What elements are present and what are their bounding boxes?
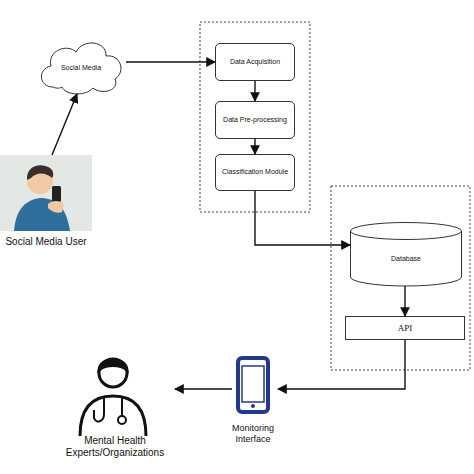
flow-arrow bbox=[255, 191, 350, 245]
api-box: API bbox=[345, 316, 465, 340]
process-box: Data Pre-processing bbox=[215, 101, 295, 139]
group-frame bbox=[200, 22, 310, 212]
node-label: Social Media User bbox=[5, 236, 86, 248]
user-illustration bbox=[0, 155, 92, 231]
stethoscope bbox=[94, 397, 104, 421]
doctor-body bbox=[80, 396, 146, 436]
flow-arrow bbox=[52, 94, 77, 155]
phone-button bbox=[251, 404, 255, 408]
doctor-icon bbox=[80, 359, 146, 436]
phone-in-hand bbox=[52, 186, 61, 202]
user-hand bbox=[48, 201, 64, 213]
node-label: Data Pre-processing bbox=[223, 116, 287, 124]
expert-node: Mental Health Experts/Organizations bbox=[50, 352, 180, 458]
user-shirt bbox=[14, 198, 70, 231]
database-cylinder: Database bbox=[350, 222, 462, 286]
cylinder-outline bbox=[350, 222, 462, 286]
flow-arrow bbox=[254, 139, 255, 154]
node-label: Social Media bbox=[61, 64, 101, 72]
node-label: Database bbox=[391, 255, 421, 263]
node-label: Monitoring Interface bbox=[222, 423, 284, 444]
flow-arrow bbox=[404, 286, 405, 316]
user-node: Social Media User bbox=[0, 155, 92, 247]
node-label: Data Acquisition bbox=[230, 58, 280, 66]
flow-arrow bbox=[254, 81, 255, 101]
node-label: API bbox=[398, 323, 413, 333]
phone-screen bbox=[242, 366, 264, 402]
user-hair bbox=[27, 165, 53, 180]
flow-arrow bbox=[126, 61, 215, 62]
doctor-head bbox=[99, 359, 127, 387]
process-box: Data Acquisition bbox=[215, 43, 295, 81]
process-box: Classification Module bbox=[215, 154, 295, 191]
node-label: Mental Health Experts/Organizations bbox=[50, 435, 180, 458]
phone-icon bbox=[238, 358, 268, 412]
stethoscope-bell bbox=[118, 416, 126, 424]
interface-node: Monitoring Interface bbox=[222, 356, 284, 444]
phone-body bbox=[238, 358, 268, 412]
illustration-backdrop bbox=[0, 155, 92, 231]
flow-arrow bbox=[175, 388, 232, 389]
flow-arrow bbox=[278, 340, 405, 389]
doctor-hair bbox=[99, 360, 127, 371]
group-frame bbox=[331, 186, 470, 370]
cloud-node: Social Media bbox=[35, 35, 127, 97]
node-label: Classification Module bbox=[222, 168, 288, 176]
cylinder-top bbox=[351, 223, 462, 240]
cloud-path bbox=[41, 43, 120, 94]
stethoscope bbox=[121, 397, 123, 416]
